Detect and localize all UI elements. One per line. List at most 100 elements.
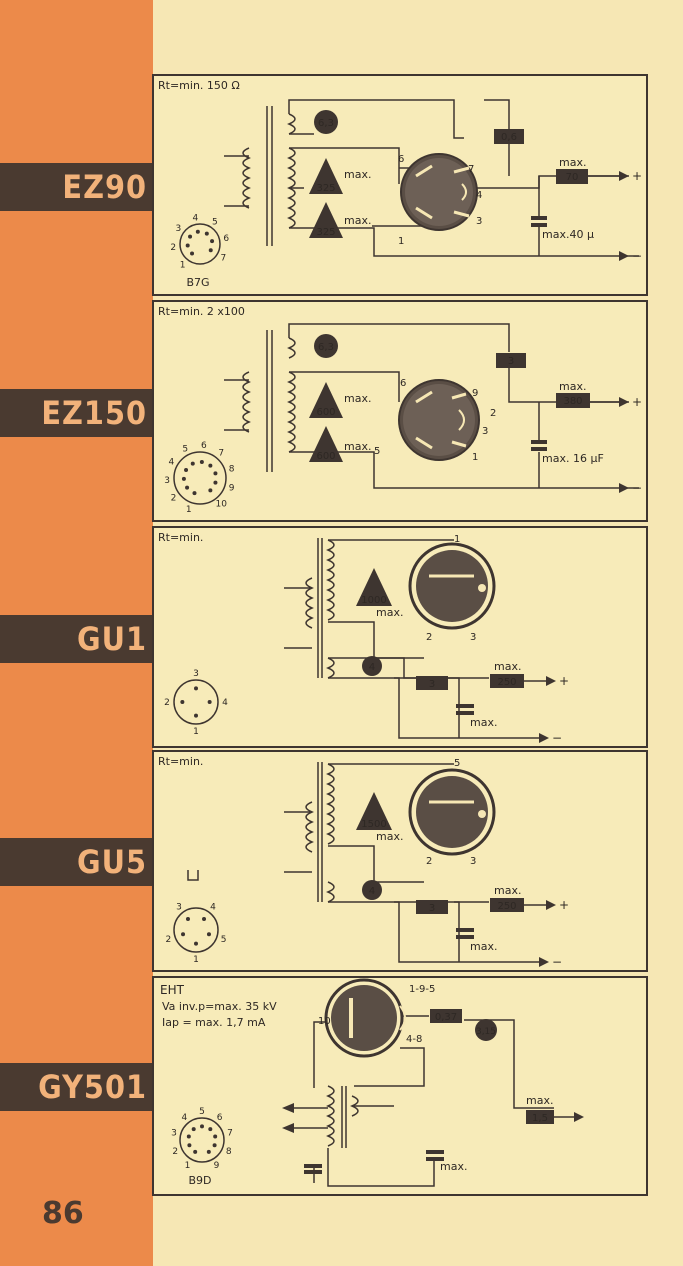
page-number: 86 — [42, 1196, 84, 1231]
socket-pin-label: 3 — [164, 476, 170, 486]
pin-1-9-5: 1-9-5 — [409, 984, 435, 995]
socket-pin-label: 7 — [227, 1128, 233, 1138]
socket-type: B9D — [188, 1174, 211, 1187]
pin-6: 6 — [400, 378, 406, 389]
tube-label-ez90: EZ90 — [0, 163, 153, 211]
socket-pin-label: 2 — [170, 243, 176, 253]
socket-pin-label: 4 — [222, 698, 228, 708]
anode-max-label-1: max. — [344, 392, 371, 405]
pin-2: 2 — [490, 408, 496, 419]
capacitor-value: max. 16 μF — [542, 452, 604, 465]
socket-pin-label: 6 — [201, 441, 207, 451]
anode-voltage-2: 600 — [316, 451, 335, 462]
tube-label-gy501: GY501 — [0, 1063, 153, 1111]
socket-pin-label: 5 — [221, 935, 227, 945]
socket-pin-dot — [190, 461, 195, 466]
anode-max-label-1: max. — [344, 168, 371, 181]
socket-pin-label: 3 — [175, 224, 181, 234]
socket-pin-label: 2 — [166, 935, 172, 945]
socket-pin-dot — [202, 916, 207, 921]
hv-max-label: max. — [376, 606, 403, 619]
socket-pin-dot — [190, 251, 195, 256]
output-value: 380 — [563, 396, 582, 407]
socket-pin-dot — [200, 1124, 204, 1129]
socket-pin-dot — [187, 1143, 192, 1148]
socket-pin-label: 9 — [229, 483, 235, 493]
socket-pin-label: 4 — [192, 213, 198, 223]
socket-pin-label: 3 — [176, 903, 182, 913]
socket-pin-dot — [185, 243, 190, 248]
fuse-value: 3 — [429, 903, 435, 914]
socket-pin-dot — [208, 248, 213, 253]
hv-value: 1500 — [361, 819, 386, 830]
minus-terminal: − — [552, 731, 562, 745]
socket-pin-dot — [184, 467, 189, 472]
socket-pin-label: 6 — [217, 1113, 223, 1123]
plus-terminal: + — [559, 674, 569, 688]
socket-pin-label: 9 — [214, 1161, 220, 1171]
rt-note: Rt=min. — [158, 755, 204, 768]
socket-pin-dot — [212, 1143, 217, 1148]
heater-voltage: 3,15 — [476, 1027, 496, 1037]
socket-pin-dot — [207, 700, 212, 704]
minus-terminal: − — [632, 481, 642, 495]
pin-5: 5 — [454, 758, 460, 769]
pin-1: 1 — [398, 236, 404, 247]
socket-pin-dot — [194, 713, 198, 718]
pin-3: 3 — [470, 632, 476, 643]
anode-max-label-2: max. — [344, 440, 371, 453]
socket-pin-label: 8 — [226, 1147, 232, 1157]
fuse-value: 3 — [508, 356, 514, 367]
pin-4: 4 — [476, 190, 482, 201]
resistor-value: 0,37 — [435, 1012, 457, 1023]
socket-pin-dot — [180, 700, 185, 704]
socket-pin-dot — [188, 234, 193, 239]
pin-2: 2 — [426, 632, 432, 643]
pin-6: 6 — [398, 154, 404, 165]
tube-label-gu5: GU5 — [0, 838, 153, 886]
rt-note: Rt=min. 150 Ω — [158, 79, 240, 92]
hv-value: 1000 — [361, 595, 386, 606]
pin-4-8: 4-8 — [406, 1034, 422, 1045]
tube-label-gu1: GU1 — [0, 615, 153, 663]
ia-note: Iap = max. 1,7 mA — [162, 1016, 266, 1029]
socket-pin-dot — [208, 463, 213, 468]
schematic-ez150: 6,3 600 max. 600 max. 6 9 2 3 1 5 3 max.… — [152, 300, 648, 522]
socket-pin-dot — [193, 1149, 198, 1154]
plus-terminal: + — [632, 395, 642, 409]
capacitor-value: max. — [470, 940, 497, 953]
socket-pin-label: 1 — [180, 261, 186, 271]
schematic-ez90: 6,3 325 max. 325 max. 6 7 4 3 1 0,6 max.… — [152, 74, 648, 296]
socket-pin-dot — [213, 480, 218, 485]
socket-pin-label: 5 — [212, 217, 218, 227]
capacitor-value: max. — [470, 716, 497, 729]
pin-1: 1 — [472, 452, 478, 463]
plus-terminal: + — [559, 898, 569, 912]
socket-pin-label: 4 — [181, 1113, 187, 1123]
socket-type: B7G — [186, 276, 209, 289]
socket-pin-dot — [199, 459, 204, 464]
plus-terminal: + — [632, 169, 642, 183]
socket-pin-label: 5 — [199, 1107, 205, 1117]
fuse-value: 0,6 — [501, 132, 517, 143]
pin-5: 5 — [374, 446, 380, 457]
socket-pin-dot — [194, 686, 198, 691]
pin-9: 9 — [472, 388, 478, 399]
capacitor-value: max. — [440, 1160, 467, 1173]
output-max-label: max. — [526, 1094, 553, 1107]
socket-pin-dot — [208, 1127, 213, 1132]
socket-pin-dot — [185, 485, 190, 490]
socket-pin-label: 1 — [193, 727, 199, 737]
socket-pin-dot — [186, 1134, 191, 1139]
socket-pin-label: 5 — [182, 445, 188, 455]
socket-pin-label: 7 — [221, 254, 227, 264]
socket-pin-dot — [206, 932, 211, 937]
tube-label-ez150: EZ150 — [0, 389, 153, 437]
socket-pin-label: 10 — [215, 499, 227, 509]
socket-pin-label: 8 — [229, 465, 235, 475]
pin-3: 3 — [476, 216, 482, 227]
capacitor-value: max.40 μ — [542, 228, 594, 241]
pin-3: 3 — [482, 426, 488, 437]
socket-pin-label: 3 — [193, 669, 199, 679]
